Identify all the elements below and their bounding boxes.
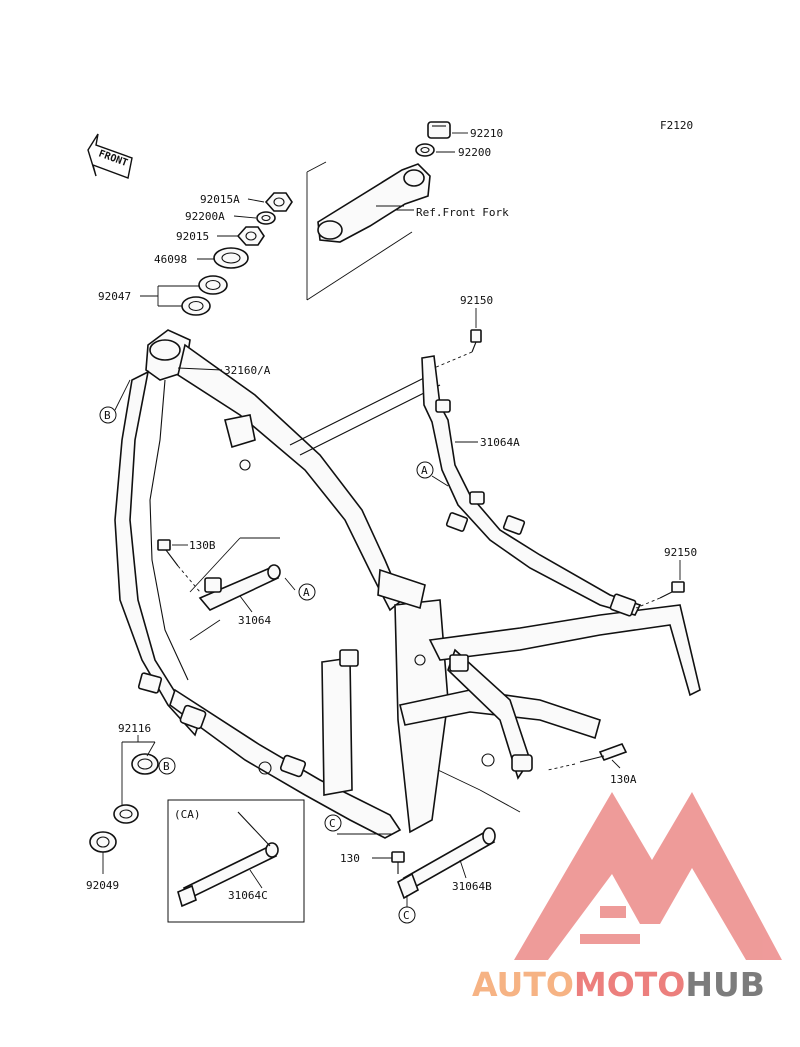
- callout-ref-front-fork: Ref.Front Fork: [416, 206, 509, 219]
- main-frame: [114, 329, 701, 839]
- front-arrow-icon: FRONT: [87, 133, 133, 179]
- bolt-92150-right: [635, 560, 685, 609]
- bolt-130B: [157, 539, 201, 593]
- lead-32160: [177, 367, 223, 371]
- callout-92047: 92047: [98, 290, 131, 303]
- callout-130A: 130A: [610, 773, 637, 786]
- circle-ref-B2-label: B: [163, 760, 170, 773]
- steering-stem-group: [306, 121, 468, 301]
- callout-31064B: 31064B: [452, 880, 492, 893]
- bar-31064B: [397, 769, 521, 900]
- callout-92150-top: 92150: [460, 294, 493, 307]
- bolt-130A: [547, 743, 628, 771]
- callout-92116: 92116: [118, 722, 151, 735]
- callout-130: 130: [340, 852, 360, 865]
- circle-ref-C2-label: C: [403, 909, 410, 922]
- callout-92150-right: 92150: [664, 546, 697, 559]
- inset-ca: [167, 799, 305, 923]
- circle-ref-C1: C: [324, 814, 342, 832]
- seal-92049: [89, 831, 117, 874]
- circle-ref-C1-label: C: [329, 817, 336, 830]
- circle-ref-A1-label: A: [303, 586, 310, 599]
- bearing-stack: [140, 192, 293, 316]
- circle-ref-A2: A: [416, 461, 434, 479]
- circle-ref-B1-label: B: [104, 409, 111, 422]
- cross-member-31064: [189, 537, 296, 641]
- rail-31064A: [421, 355, 642, 617]
- circle-ref-A2-label: A: [421, 464, 428, 477]
- bolt-130: [337, 833, 405, 874]
- callout-32160A: 32160/A: [224, 364, 271, 377]
- callout-92210: 92210: [470, 127, 503, 140]
- inset-tag-ca: (CA): [174, 808, 201, 821]
- circle-ref-C2: C: [398, 906, 416, 924]
- automotohub-logo-icon: [514, 792, 782, 960]
- circle-ref-B1: B: [99, 406, 117, 424]
- watermark-auto: AUTOMOTOHUB: [472, 965, 765, 1004]
- callout-31064A: 31064A: [480, 436, 520, 449]
- circle-ref-B2: B: [158, 757, 176, 775]
- callout-130B: 130B: [189, 539, 216, 552]
- callout-92200: 92200: [458, 146, 491, 159]
- bolt-92150-top: [433, 308, 482, 369]
- callout-31064: 31064: [238, 614, 271, 627]
- figure-code: F2120: [660, 119, 693, 132]
- callout-92049: 92049: [86, 879, 119, 892]
- collars-92116: [113, 735, 159, 824]
- callout-31064C: 31064C: [228, 889, 268, 902]
- callout-92015A: 92015A: [200, 193, 240, 206]
- callout-46098: 46098: [154, 253, 187, 266]
- callout-92015: 92015: [176, 230, 209, 243]
- circle-ref-A1: A: [298, 583, 316, 601]
- callout-92200A: 92200A: [185, 210, 225, 223]
